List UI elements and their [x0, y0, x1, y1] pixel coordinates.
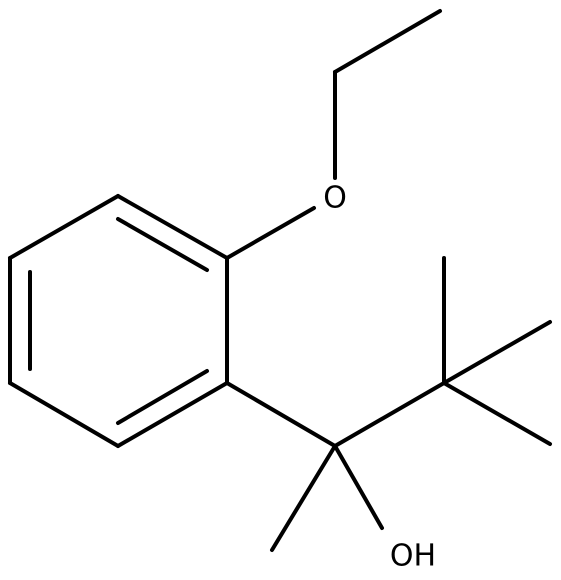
ring-double-bond-bottom — [116, 369, 209, 425]
bond-ring-to-oxygen — [225, 206, 316, 260]
ethoxy-group: O — [225, 9, 442, 260]
bond-carbinol-to-methyl — [270, 444, 337, 552]
ring-bond-top-right — [116, 194, 229, 260]
bond-carbinol-to-tert-butyl — [333, 381, 446, 448]
bond-ring-to-carbinol — [225, 381, 337, 448]
bond-ch2-to-ch3 — [333, 9, 442, 74]
ring-bond-top-left — [8, 194, 120, 260]
tert-butyl-group — [442, 256, 552, 446]
ring-bond-bottom-right — [116, 381, 229, 448]
hydroxyl-atom-label: OH — [390, 539, 436, 574]
bond-tbu-methyl-lower-right — [442, 381, 552, 446]
benzene-ring — [8, 194, 229, 448]
carbinol-group: OH — [225, 381, 446, 574]
ring-double-bond-top — [116, 217, 209, 272]
bond-tbu-methyl-upper-right — [442, 320, 552, 385]
ring-bond-bottom-left — [8, 381, 120, 448]
bond-carbinol-to-hydroxyl — [333, 444, 384, 530]
oxygen-atom-label: O — [323, 181, 347, 216]
